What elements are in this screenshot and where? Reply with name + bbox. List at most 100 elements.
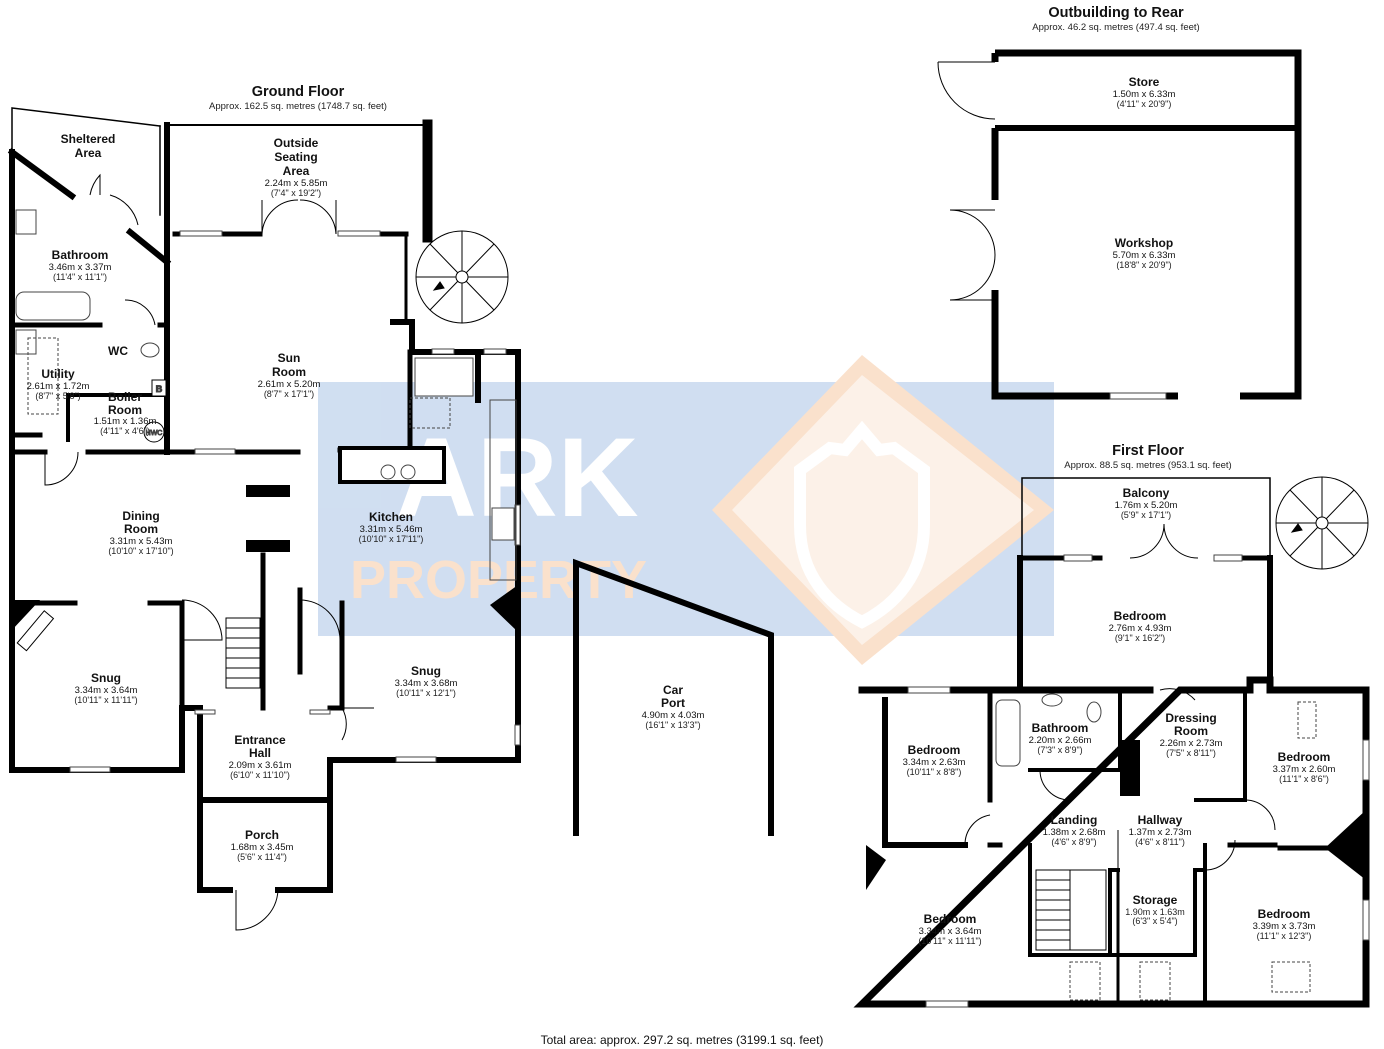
skylight — [1297, 701, 1317, 739]
bedroom-br-imperial: (11'1" x 12'3") — [1257, 931, 1312, 941]
watermark-diamond — [712, 355, 1054, 665]
skylight — [1139, 961, 1171, 1001]
window — [925, 1000, 969, 1008]
outside-seating-label: Seating — [274, 150, 317, 164]
snug-right-label: Snug — [411, 664, 441, 678]
dining-room-label: Dining — [122, 509, 159, 523]
bathtub — [995, 699, 1021, 767]
outside-seating-metric: 2.24m x 5.85m — [265, 178, 328, 189]
bathroom-label: Bathroom — [52, 248, 109, 262]
dining-room-metric: 3.31m x 5.43m — [110, 536, 173, 547]
window — [69, 766, 111, 773]
window — [194, 448, 236, 455]
outbuilding-area: Approx. 46.2 sq. metres (497.4 sq. feet) — [1032, 22, 1199, 33]
entrance-hall-label: Hall — [249, 746, 271, 760]
sheltered-area-label: Area — [75, 146, 102, 160]
skylight — [1069, 961, 1101, 1001]
sun-room-label: Room — [272, 365, 306, 379]
workshop-label: Workshop — [1115, 236, 1173, 250]
window — [1213, 554, 1243, 562]
window — [1362, 739, 1370, 781]
window — [395, 756, 437, 763]
first-bathroom-metric: 2.20m x 2.66m — [1029, 735, 1092, 746]
hwc-label: HWC — [146, 430, 163, 437]
sink — [1041, 693, 1063, 707]
hwc-cylinder — [143, 421, 165, 443]
spiral-staircase — [1275, 476, 1369, 570]
window — [514, 504, 521, 546]
storage-metric: 1.90m x 1.63m — [1125, 907, 1185, 917]
first-floor-area: Approx. 88.5 sq. metres (953.1 sq. feet) — [1064, 460, 1231, 471]
first-floor-walls — [853, 477, 1370, 1008]
fireplace — [490, 585, 518, 632]
outbuilding-title: Outbuilding to Rear — [1048, 5, 1184, 21]
outside-seating-label: Outside — [274, 136, 319, 150]
landing-label: Landing — [1051, 813, 1098, 827]
ground-floor-area: Approx. 162.5 sq. metres (1748.7 sq. fee… — [209, 101, 387, 112]
workshop-imperial: (18'8" x 20'9") — [1116, 260, 1171, 270]
bedroom-top-label: Bedroom — [1114, 609, 1167, 623]
balcony-label: Balcony — [1123, 486, 1170, 500]
window — [194, 709, 216, 715]
hallway-metric: 1.37m x 2.73m — [1129, 827, 1192, 838]
window — [907, 686, 951, 694]
first-floor-fixtures — [907, 554, 1370, 1008]
entrance-hall-imperial: (6'10" x 11'10") — [230, 770, 290, 780]
kitchen-metric: 3.31m x 5.46m — [360, 524, 423, 535]
stairs — [1035, 869, 1107, 951]
outside-seating-label: Area — [283, 164, 310, 178]
sun-room-metric: 2.61m x 5.20m — [258, 379, 321, 390]
total-area: Total area: approx. 297.2 sq. metres (31… — [541, 1033, 824, 1047]
bedroom-left-label: Bedroom — [908, 743, 961, 757]
car-port-label: Port — [661, 696, 685, 710]
hallway-label: Hallway — [1138, 813, 1183, 827]
store-label: Store — [1129, 75, 1160, 89]
dining-room-label: Room — [124, 522, 158, 536]
window — [483, 348, 507, 355]
boiler-room-metric: 1.51m x 1.36m — [94, 416, 157, 427]
kitchen-label: Kitchen — [369, 510, 413, 524]
boiler-b-label: B — [156, 384, 163, 394]
porch-metric: 1.68m x 3.45m — [231, 842, 294, 853]
porch-imperial: (5'6" x 11'4") — [237, 852, 287, 862]
hallway-imperial: (4'6" x 8'11") — [1135, 837, 1185, 847]
bathroom-metric: 3.46m x 3.37m — [49, 262, 112, 273]
boiler-room-imperial: (4'11" x 4'6") — [100, 426, 150, 436]
porch-label: Porch — [245, 828, 279, 842]
watermark-shield-icon — [794, 420, 930, 629]
dressing-room-metric: 2.26m x 2.73m — [1160, 738, 1223, 749]
bedroom-left-imperial: (10'11" x 8'8") — [907, 767, 962, 777]
window — [431, 348, 455, 355]
boiler-box — [151, 379, 167, 397]
car-port-label: Car — [663, 683, 683, 697]
shower-screen — [409, 397, 451, 429]
sink — [15, 209, 37, 235]
outbuilding-walls — [937, 49, 1302, 400]
window — [179, 230, 223, 237]
boiler-room-label: Boiler — [108, 390, 142, 404]
window — [1109, 392, 1167, 400]
bedroom-bl-metric: 3.34m x 3.64m — [919, 926, 982, 937]
dining-room-imperial: (10'10" x 17'10") — [108, 546, 173, 556]
bedroom-top-imperial: (9'1" x 16'2") — [1115, 633, 1165, 643]
storage-imperial: (6'3" x 5'4") — [1132, 916, 1177, 926]
ground-floor-walls — [7, 107, 521, 893]
utility-imperial: (8'7" x 5'8") — [35, 391, 80, 401]
car-port-metric: 4.90m x 4.03m — [642, 710, 705, 721]
bedroom-right-label: Bedroom — [1278, 750, 1331, 764]
ground-floor-title: Ground Floor — [252, 84, 345, 100]
dressing-room-label: Room — [1174, 724, 1208, 738]
window — [1362, 899, 1370, 941]
hob — [380, 464, 396, 480]
stairs — [225, 617, 261, 689]
entrance-hall-metric: 2.09m x 3.61m — [229, 760, 292, 771]
first-bathroom-imperial: (7'3" x 8'9") — [1037, 745, 1082, 755]
bedroom-br-metric: 3.39m x 3.73m — [1253, 921, 1316, 932]
first-floor-title: First Floor — [1112, 443, 1184, 459]
workshop-metric: 5.70m x 6.33m — [1113, 250, 1176, 261]
shower-tray — [414, 357, 474, 397]
bedroom-top-metric: 2.76m x 4.93m — [1109, 623, 1172, 634]
snug-right-imperial: (10'11" x 12'1") — [396, 688, 456, 698]
snug-left-imperial: (10'11" x 11'11") — [74, 695, 137, 705]
